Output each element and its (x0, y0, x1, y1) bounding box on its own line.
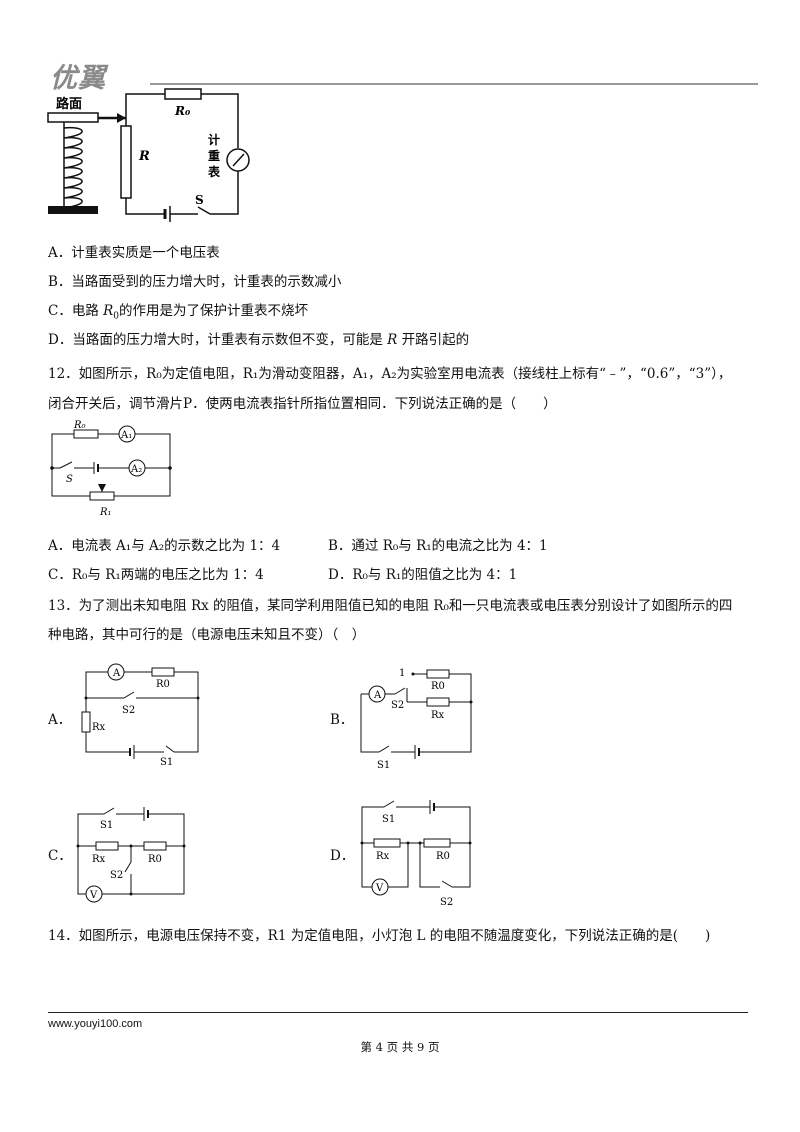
header-rule (150, 83, 758, 85)
road-label: 路面 (56, 96, 82, 112)
q12-option-b: B．通过 R₀与 R₁的电流之比为 4：1 (328, 538, 548, 554)
q12-circuit-figure: R₀ A₁ A₂ S R₁ (50, 420, 172, 518)
q13-option-a-letter: A． (48, 712, 72, 728)
q13d-s2-label: S2 (440, 897, 453, 908)
q12-s-label: S (66, 474, 73, 485)
brand-logo: 优翼 (50, 63, 106, 94)
q13a-r0-label: R0 (156, 679, 170, 690)
q13c-rx-label: Rx (92, 854, 106, 865)
q13b-meter-label: A (373, 690, 382, 701)
meter-label-2: 重 (208, 148, 220, 163)
q13d-rx-label: Rx (376, 851, 390, 862)
q13a-s1-label: S1 (160, 757, 173, 768)
q12-stem-line-2: 闭合开关后，调节滑片P．使两电流表指针所指位置相同．下列说法正确的是（ ） (48, 396, 557, 412)
q13b-one-label: 1 (399, 668, 405, 679)
footer-url: www.youyi100.com (48, 1018, 143, 1030)
q13b-rx-label: Rx (431, 710, 445, 721)
q12-stem-line-1: 12．如图所示，R₀为定值电阻，R₁为滑动变阻器，A₁，A₂为实验室用电流表（接… (48, 366, 732, 382)
q13-option-c-letter: C． (48, 848, 72, 864)
q13d-r0-label: R0 (436, 851, 450, 862)
q13b-r0-label: R0 (431, 681, 445, 692)
r-label: R (138, 149, 150, 164)
q13-stem-line-1: 13．为了测出未知电阻 Rx 的阻值，某同学利用阻值已知的电阻 R₀和一只电流表… (48, 598, 733, 614)
q13c-r0-label: R0 (148, 854, 162, 865)
q13d-s1-label: S1 (382, 814, 395, 825)
meter-label-3: 表 (207, 164, 221, 179)
q13c-s1-label: S1 (100, 820, 113, 831)
q13a-meter-label: A (112, 668, 121, 679)
q12-r0-label: R₀ (73, 420, 86, 431)
q13-stem-line-2: 种电路，其中可行的是（电源电压未知且不变）（ ） (48, 627, 366, 643)
q13-option-b-letter: B． (330, 712, 354, 728)
q13a-rx-label: Rx (92, 722, 106, 733)
q11-option-c-post: 的作用是为了保护计重表不烧坏 (119, 303, 309, 319)
q11-option-d-var: R (387, 332, 398, 348)
q12-option-a: A．电流表 A₁与 A₂的示数之比为 1：4 (48, 538, 281, 554)
q13-figure-a: A R0 S2 Rx S1 (81, 663, 200, 768)
q11-option-c-var: R (103, 303, 114, 319)
r0-label: R₀ (174, 104, 191, 118)
q12-option-c: C．R₀与 R₁两端的电压之比为 1：4 (48, 567, 264, 583)
footer-rule (48, 1012, 748, 1013)
q12-a2-label: A₂ (130, 464, 142, 475)
q13b-s1-label: S1 (377, 760, 390, 771)
q11-option-a: A．计重表实质是一个电压表 (48, 245, 220, 261)
q13-figure-d: S1 Rx R0 V S2 (360, 800, 472, 908)
q11-option-b: B．当路面受到的压力增大时，计重表的示数减小 (48, 274, 342, 290)
q13a-s2-label: S2 (122, 705, 135, 716)
meter-label-1: 计 (208, 132, 220, 147)
q13d-meter-label: V (375, 883, 384, 894)
q11-option-d-post: 开路引起的 (397, 332, 470, 348)
switch-label: S (195, 193, 204, 207)
q11-option-c-pre: C．电路 (48, 303, 104, 319)
q13c-meter-label: V (89, 890, 98, 901)
q13-figure-b: A 1 R0 S2 Rx S1 (360, 668, 473, 771)
page-number: 第 4 页 共 9 页 (360, 1040, 440, 1054)
q11-option-c: C．电路 R0的作用是为了保护计重表不烧坏 (48, 302, 308, 326)
q11-option-d-pre: D．当路面的压力增大时，计重表有示数但不变，可能是 (48, 332, 388, 348)
q14-stem-line-1: 14．如图所示，电源电压保持不变，R1 为定值电阻，小灯泡 L 的电阻不随温度变… (48, 928, 711, 944)
q13-figure-c: S1 Rx R0 S2 V (76, 807, 186, 903)
q11-circuit-figure: 路面 R₀ R 计 重 表 S (47, 88, 250, 222)
q12-option-d: D．R₀与 R₁的阻值之比为 4：1 (328, 567, 518, 583)
q11-option-c-sub: 0 (113, 311, 120, 322)
q11-option-d: D．当路面的压力增大时，计重表有示数但不变，可能是 R 开路引起的 (48, 331, 469, 349)
q13c-s2-label: S2 (110, 870, 123, 881)
q12-a1-label: A₁ (120, 430, 132, 441)
q12-r1-label: R₁ (99, 507, 112, 518)
q13-option-d-letter: D． (330, 848, 355, 864)
q13b-s2-label: S2 (391, 700, 404, 711)
